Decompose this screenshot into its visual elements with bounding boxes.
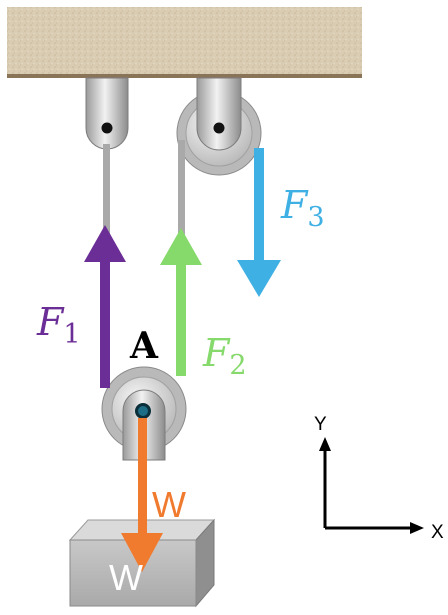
f2-label: F2 <box>202 331 247 381</box>
point-a-label: A <box>129 325 159 367</box>
axis-x-label: X <box>431 522 444 543</box>
force-f3-arrow <box>237 148 281 297</box>
left-ceiling-bracket <box>85 77 129 150</box>
ropes <box>103 140 185 240</box>
force-f1-arrow <box>84 225 126 388</box>
moving-pulley-a <box>101 366 187 461</box>
coordinate-axes <box>319 437 424 534</box>
force-f2-arrow <box>160 228 202 376</box>
f1-label: F1 <box>36 300 81 350</box>
ceiling <box>7 7 362 78</box>
fixed-pulley <box>176 77 262 176</box>
w-block-label: W <box>109 557 143 598</box>
f3-label: F3 <box>280 183 325 233</box>
w-arrow-label: W <box>152 484 186 525</box>
axis-y-label: Y <box>314 414 327 435</box>
weight-arrow <box>121 418 163 572</box>
